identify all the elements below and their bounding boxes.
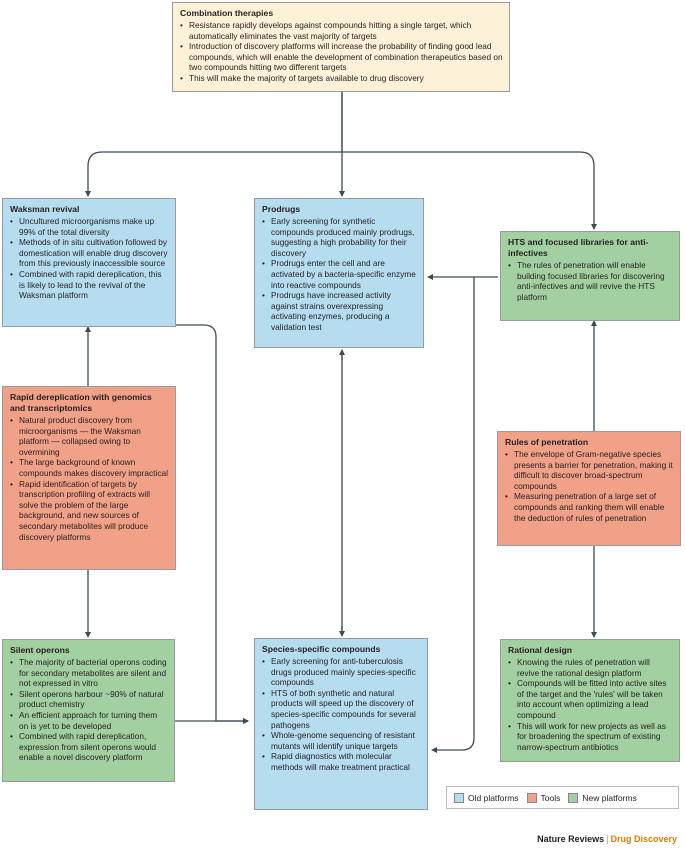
silent-operons-box: Silent operons The majority of bacterial…: [2, 639, 175, 782]
combination-item: Introduction of discovery platforms will…: [180, 41, 503, 73]
rational-item: Knowing the rules of penetration will re…: [508, 657, 673, 678]
silent-item: An efficient approach for turning them o…: [10, 710, 168, 731]
rapid-dereplication-box: Rapid dereplication with genomics and tr…: [2, 386, 176, 570]
species-specific-title: Species-specific compounds: [262, 644, 381, 654]
combination-therapies-title: Combination therapies: [180, 8, 274, 18]
hts-item: The rules of penetration will enable bui…: [508, 260, 673, 302]
rational-item: Compounds will be fitted into active sit…: [508, 678, 673, 720]
rational-item: This will work for new projects as well …: [508, 721, 673, 753]
prodrugs-item: Prodrugs enter the cell and are activate…: [262, 258, 417, 290]
footer-separator: |: [606, 834, 609, 844]
prodrugs-item: Prodrugs have increased activity against…: [262, 290, 417, 332]
legend-tools-label: Tools: [540, 792, 561, 803]
waksman-revival-box: Waksman revival Uncultured microorganism…: [2, 198, 176, 327]
legend-item-old: Old platforms: [454, 792, 519, 803]
combination-item: This will make the majority of targets a…: [180, 73, 503, 84]
rules-of-penetration-box: Rules of penetration The envelope of Gra…: [497, 431, 681, 546]
species-specific-box: Species-specific compounds Early screeni…: [254, 638, 428, 810]
rational-design-title: Rational design: [508, 645, 572, 655]
species-item: HTS of both synthetic and natural produc…: [262, 688, 421, 730]
prodrugs-title: Prodrugs: [262, 204, 301, 214]
species-item: Early screening for anti-tuberculosis dr…: [262, 656, 421, 688]
arrow-hts-to-species: [431, 277, 475, 753]
legend-item-new: New platforms: [568, 792, 637, 803]
species-item: Rapid diagnostics with molecular methods…: [262, 751, 421, 772]
dereplication-item: Natural product discovery from microorga…: [10, 415, 169, 457]
waksman-item: Uncultured microorganisms make up 99% of…: [10, 216, 169, 237]
penetration-item: Measuring penetration of a large set of …: [505, 491, 674, 523]
waksman-revival-title: Waksman revival: [10, 204, 80, 214]
arrow-combination-to-waksman: [85, 92, 343, 197]
dereplication-item: Rapid identification of targets by trans…: [10, 479, 169, 543]
prodrugs-item: Early screening for synthetic compounds …: [262, 216, 417, 258]
journal-name: Nature Reviews: [537, 834, 605, 844]
rapid-dereplication-title: Rapid dereplication with genomics and tr…: [10, 392, 152, 413]
waksman-item: Combined with rapid dereplication, this …: [10, 269, 169, 301]
species-item: Whole-genome sequencing of resistant mut…: [262, 730, 421, 751]
combination-therapies-box: Combination therapies Resistance rapidly…: [172, 2, 510, 92]
silent-operons-title: Silent operons: [10, 645, 70, 655]
new-platforms-swatch: [568, 792, 579, 803]
silent-item: Combined with rapid dereplication, expre…: [10, 731, 168, 763]
penetration-item: The envelope of Gram-negative species pr…: [505, 449, 674, 491]
rational-design-box: Rational design Knowing the rules of pen…: [500, 639, 680, 762]
hts-focused-libraries-box: HTS and focused libraries for anti-infec…: [500, 231, 680, 321]
legend-new-label: New platforms: [582, 792, 637, 803]
legend: Old platforms Tools New platforms: [446, 786, 679, 809]
silent-item: The majority of bacterial operons coding…: [10, 657, 168, 689]
hts-title: HTS and focused libraries for anti-infec…: [508, 237, 649, 258]
journal-section: Drug Discovery: [610, 834, 677, 844]
rules-of-penetration-title: Rules of penetration: [505, 437, 589, 447]
arrow-combination-to-hts: [342, 151, 597, 230]
waksman-item: Methods of in situ cultivation followed …: [10, 237, 169, 269]
arrow-waksman-to-species: [176, 324, 249, 724]
legend-item-tools: Tools: [526, 792, 561, 803]
old-platforms-swatch: [454, 792, 464, 803]
journal-footer: Nature Reviews|Drug Discovery: [537, 834, 677, 844]
legend-old-label: Old platforms: [468, 792, 519, 803]
combination-item: Resistance rapidly develops against comp…: [180, 20, 503, 41]
prodrugs-box: Prodrugs Early screening for synthetic c…: [254, 198, 424, 348]
dereplication-item: The large background of known compounds …: [10, 457, 169, 478]
silent-item: Silent operons harbour ~90% of natural p…: [10, 689, 168, 710]
tools-swatch: [526, 792, 537, 803]
